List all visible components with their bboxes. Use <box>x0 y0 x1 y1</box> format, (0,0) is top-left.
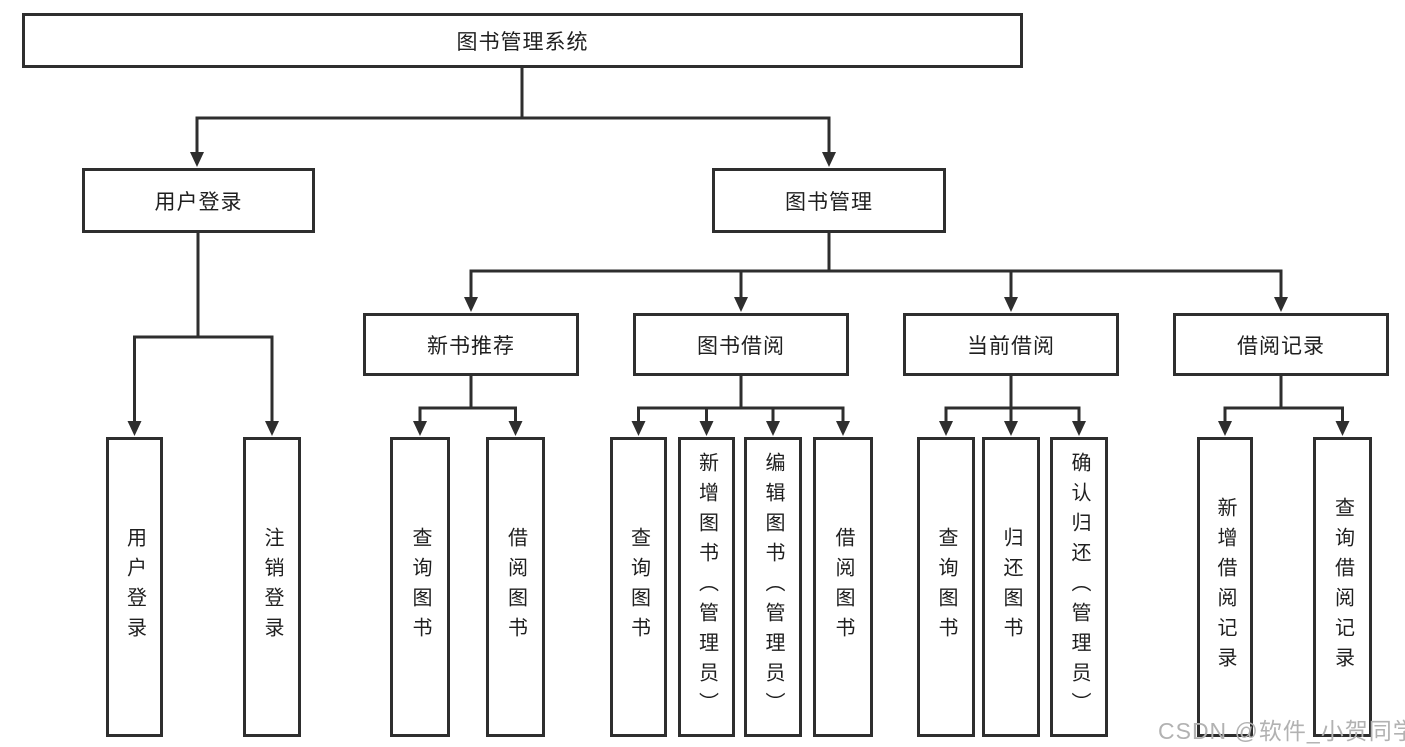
watermark: CSDN @软件_小贺同学 <box>1158 718 1405 744</box>
leaf-return-books: 归还图书 <box>982 437 1040 737</box>
leaf-query-books-borrowing-label: 查询图书 <box>627 527 650 647</box>
leaf-borrow-books-borrowing-label: 借阅图书 <box>832 527 854 647</box>
node-root: 图书管理系统 <box>22 13 1023 68</box>
leaf-add-borrow-record: 新增借阅记录 <box>1197 437 1253 737</box>
leaf-user-login: 用户登录 <box>106 437 163 737</box>
node-current-borrowing: 当前借阅 <box>903 313 1119 376</box>
leaf-query-books-recommend-label: 查询图书 <box>409 527 431 647</box>
node-borrowing-records: 借阅记录 <box>1173 313 1389 376</box>
leaf-query-books-borrowing: 查询图书 <box>610 437 667 737</box>
leaf-borrow-books-borrowing: 借阅图书 <box>813 437 873 737</box>
node-user-login: 用户登录 <box>82 168 315 233</box>
leaf-borrow-books-recommend-label: 借阅图书 <box>504 527 527 647</box>
leaf-query-books-recommend: 查询图书 <box>390 437 450 737</box>
leaf-user-login-label: 用户登录 <box>123 527 146 647</box>
arrowhead-icons <box>127 152 1350 436</box>
node-new-book-recommend: 新书推荐 <box>363 313 579 376</box>
leaf-logout: 注销登录 <box>243 437 301 737</box>
leaf-return-books-label: 归还图书 <box>1000 527 1022 647</box>
leaf-query-books-current-label: 查询图书 <box>935 527 957 647</box>
leaf-add-book-admin: 新增图书（管理员） <box>678 437 735 737</box>
node-book-borrowing: 图书借阅 <box>633 313 849 376</box>
leaf-confirm-return-admin: 确认归还（管理员） <box>1050 437 1108 737</box>
leaf-add-book-admin-label: 新增图书（管理员） <box>695 452 718 722</box>
leaf-borrow-books-recommend: 借阅图书 <box>486 437 545 737</box>
node-book-management: 图书管理 <box>712 168 946 233</box>
leaf-query-books-current: 查询图书 <box>917 437 975 737</box>
leaf-confirm-return-admin-label: 确认归还（管理员） <box>1068 452 1090 722</box>
leaf-logout-label: 注销登录 <box>261 527 283 647</box>
leaf-edit-book-admin: 编辑图书（管理员） <box>744 437 802 737</box>
leaf-add-borrow-record-label: 新增借阅记录 <box>1214 497 1236 677</box>
leaf-edit-book-admin-label: 编辑图书（管理员） <box>762 452 784 722</box>
leaf-query-borrow-record: 查询借阅记录 <box>1313 437 1372 737</box>
leaf-query-borrow-record-label: 查询借阅记录 <box>1331 497 1354 677</box>
